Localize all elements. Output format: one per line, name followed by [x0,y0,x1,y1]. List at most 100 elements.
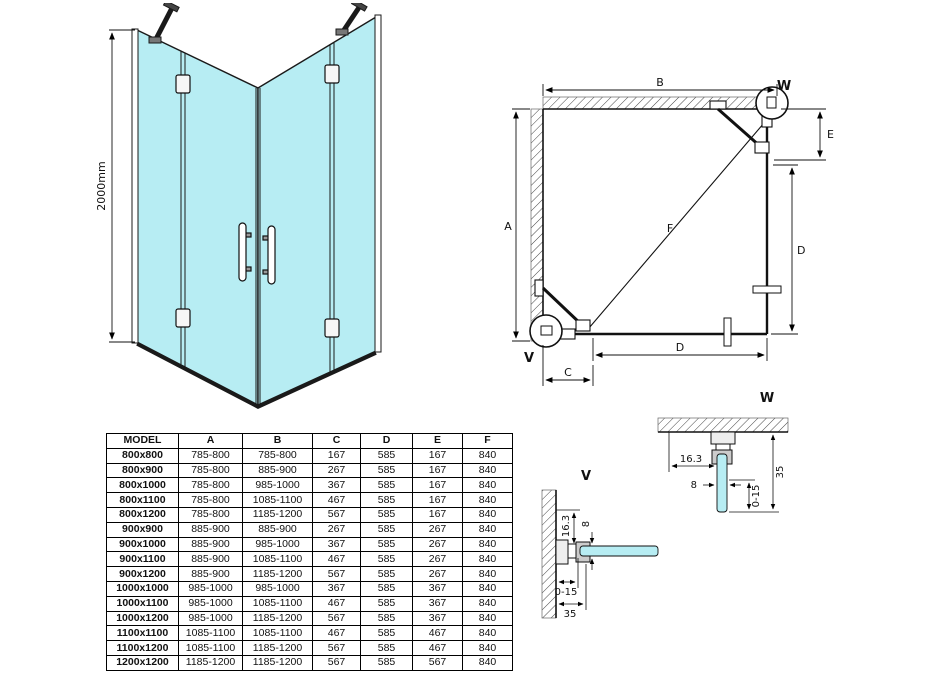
value-cell: 1185-1200 [242,640,313,656]
support-bars [723,285,782,347]
value-cell: 785-800 [178,506,243,523]
value-cell: 585 [360,477,413,494]
detail-label-w: W [777,79,791,94]
value-cell: 885-900 [178,566,243,582]
value-cell: 467 [412,640,463,656]
value-cell: 840 [462,521,513,538]
value-cell: 585 [360,551,413,568]
value-cell: 840 [462,536,513,553]
value-cell: 467 [312,551,361,568]
value-cell: 167 [312,447,361,464]
glass-panels [136,15,377,407]
door-handles [238,222,276,285]
ceiling-brace-left [152,6,175,43]
value-cell: 1085-1100 [242,595,313,612]
value-cell: 585 [360,595,413,612]
detail-w-dims [668,432,779,513]
value-cell: 840 [462,625,513,642]
value-cell: 367 [312,477,361,494]
detail-v-dim-adjust: 0-15 [555,587,578,598]
dim-label-d-bottom: D [676,341,684,354]
value-cell: 785-800 [178,492,243,508]
detail-v-profile [555,539,659,565]
value-cell: 567 [312,506,361,523]
detail-v-title: V [581,469,591,484]
value-cell: 1185-1200 [242,506,313,523]
value-cell: 785-800 [178,462,243,479]
value-cell: 167 [412,447,463,464]
value-cell: 167 [412,462,463,479]
model-cell: 1100x1200 [106,640,179,656]
floor-sill [136,342,377,409]
door-handle-right [267,225,276,285]
value-cell: 567 [312,640,361,656]
value-cell: 1085-1100 [178,625,243,642]
value-cell: 585 [360,462,413,479]
value-cell: 785-800 [178,447,243,464]
value-cell: 567 [312,610,361,627]
col-header-c: C [312,433,361,449]
model-cell: 800x900 [106,462,179,479]
model-cell: 1000x1100 [106,595,179,612]
support-bar-bottom [723,317,732,347]
detail-w-glass [716,453,728,513]
value-cell: 840 [462,477,513,494]
detail-callouts [529,86,789,348]
value-cell: 367 [312,536,361,553]
value-cell: 585 [360,654,413,671]
value-cell: 785-800 [178,477,243,494]
wall-top [542,96,778,110]
plan-dimensions [512,84,826,386]
value-cell: 467 [312,595,361,612]
value-cell: 267 [312,521,361,538]
col-header-e: E [412,433,463,449]
col-header-a: A [178,433,243,449]
value-cell: 367 [412,580,463,597]
value-cell: 585 [360,506,413,523]
value-cell: 1185-1200 [242,654,313,671]
detail-v-dims [556,509,595,610]
value-cell: 985-1000 [178,595,243,612]
value-cell: 1185-1200 [242,610,313,627]
value-cell: 1185-1200 [178,654,243,671]
plan-view-drawing: W V B E A D D C F [504,76,834,386]
model-cell: 800x1100 [106,492,179,508]
detail-w-dim-profile: 35 [775,466,786,479]
support-bar-right [752,285,782,294]
value-cell: 985-1000 [178,610,243,627]
col-header-f: F [462,433,513,449]
dim-label-e: E [827,128,834,141]
model-cell: 1000x1000 [106,580,179,597]
value-cell: 585 [360,640,413,656]
detail-v-drawing: V 16.3 8 0-15 35 [541,469,659,620]
dim-label-a: A [504,220,512,233]
ceiling-braces [148,3,368,44]
model-cell: 900x1200 [106,566,179,582]
value-cell: 585 [360,625,413,642]
value-cell: 840 [462,492,513,508]
value-cell: 585 [360,536,413,553]
wall-left [530,108,544,342]
value-cell: 585 [360,521,413,538]
dim-label-b: B [656,76,664,89]
wall-profiles [131,14,382,353]
value-cell: 840 [462,595,513,612]
value-cell: 840 [462,462,513,479]
value-cell: 885-900 [178,536,243,553]
detail-w-title: W [760,391,774,406]
value-cell: 1085-1100 [242,625,313,642]
value-cell: 985-1000 [242,536,313,553]
value-cell: 585 [360,580,413,597]
value-cell: 367 [312,580,361,597]
model-cell: 900x900 [106,521,179,538]
model-cell: 800x800 [106,447,179,464]
